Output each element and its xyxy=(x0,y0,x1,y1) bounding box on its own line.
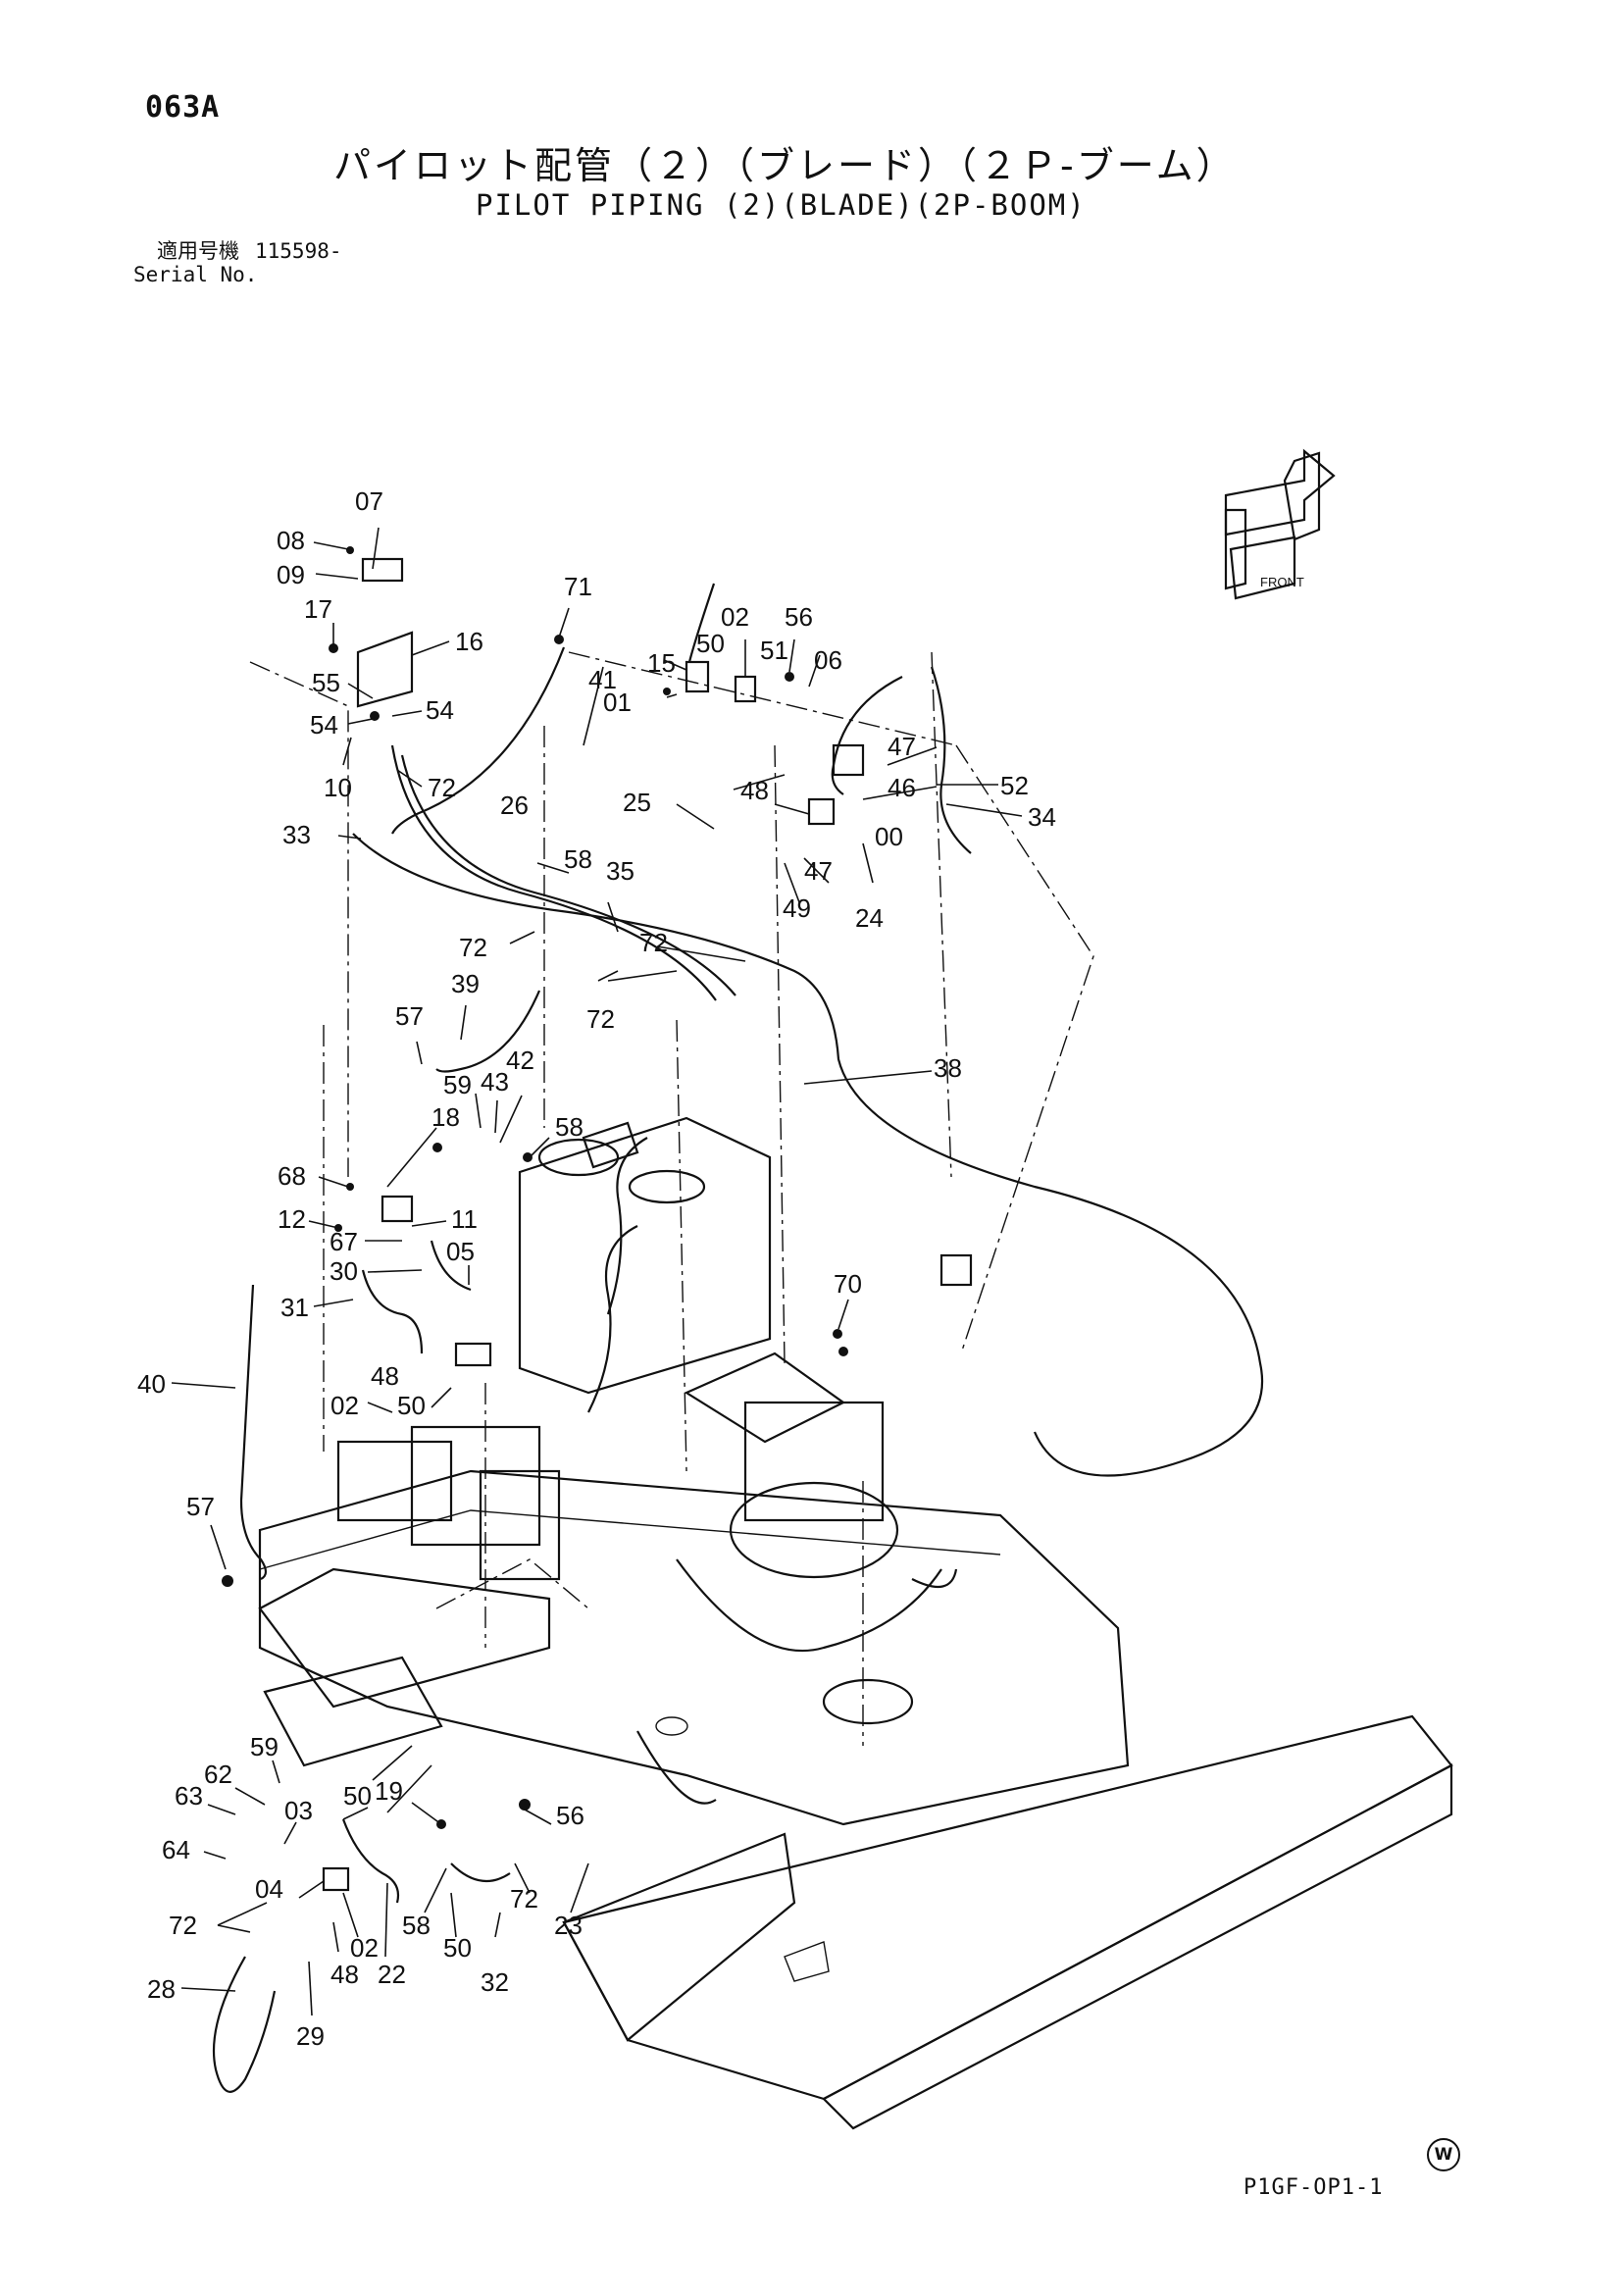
callout-58a: 58 xyxy=(564,844,592,874)
callout-50c: 50 xyxy=(343,1781,372,1811)
callout-28: 28 xyxy=(147,1974,176,2004)
callout-35: 35 xyxy=(606,856,634,886)
callout-50b: 50 xyxy=(397,1391,426,1420)
callout-41: 41 xyxy=(588,665,617,694)
callout-31: 31 xyxy=(280,1293,309,1322)
callout-67: 67 xyxy=(330,1227,358,1256)
page-code: 063A xyxy=(145,90,221,125)
callout-72d: 72 xyxy=(586,1004,615,1034)
callout-72c: 72 xyxy=(459,933,487,962)
callout-50d: 50 xyxy=(443,1933,472,1963)
callout-48: 48 xyxy=(740,776,769,805)
callout-22: 22 xyxy=(378,1960,406,1989)
machine-body xyxy=(258,1116,1453,2130)
leader-lines xyxy=(171,527,1023,2016)
phantom-lines xyxy=(249,651,1094,1746)
callout-33: 33 xyxy=(282,820,311,849)
callout-72e: 72 xyxy=(169,1911,197,1940)
callout-39: 39 xyxy=(451,969,480,998)
callout-23: 23 xyxy=(554,1911,583,1940)
serial-number: 115598- xyxy=(255,239,342,263)
callout-19: 19 xyxy=(375,1776,403,1806)
callout-02: 02 xyxy=(721,602,749,632)
callout-26: 26 xyxy=(500,791,529,820)
callout-58b: 58 xyxy=(555,1112,584,1142)
callout-30: 30 xyxy=(330,1256,358,1286)
callout-34: 34 xyxy=(1028,802,1056,832)
callout-48b: 48 xyxy=(371,1361,399,1391)
serial-label-japanese: 適用号機 115598- xyxy=(157,235,342,265)
callout-29: 29 xyxy=(296,2021,325,2051)
callout-72f: 72 xyxy=(510,1884,538,1913)
callout-03: 03 xyxy=(284,1796,313,1825)
callout-24: 24 xyxy=(855,903,884,933)
callout-46: 46 xyxy=(888,773,916,802)
callout-56: 56 xyxy=(785,602,813,632)
callout-25: 25 xyxy=(623,788,651,817)
callout-06: 06 xyxy=(814,645,842,675)
callout-50: 50 xyxy=(696,629,725,658)
callout-56b: 56 xyxy=(556,1801,584,1830)
callout-47a: 47 xyxy=(888,732,916,761)
callout-43: 43 xyxy=(481,1067,509,1097)
callout-02b: 02 xyxy=(330,1391,359,1420)
callout-12: 12 xyxy=(278,1204,306,1234)
callout-32: 32 xyxy=(481,1967,509,1997)
callout-57a: 57 xyxy=(395,1001,424,1031)
callout-10: 10 xyxy=(324,773,352,802)
callout-07: 07 xyxy=(355,486,383,516)
callout-47b: 47 xyxy=(804,856,833,886)
hoses xyxy=(212,583,1264,2093)
serial-label-jp-text: 適用号機 xyxy=(157,239,239,263)
callout-58c: 58 xyxy=(402,1911,431,1940)
callout-49: 49 xyxy=(783,893,811,923)
callout-11: 11 xyxy=(451,1204,478,1234)
callout-55: 55 xyxy=(312,668,340,697)
callout-38: 38 xyxy=(934,1053,962,1083)
orientation-front-label: FRONT xyxy=(1260,575,1304,589)
serial-label-english: Serial No. xyxy=(133,263,258,286)
callout-02c: 02 xyxy=(350,1933,379,1963)
callout-01: 01 xyxy=(603,688,632,717)
callout-42: 42 xyxy=(506,1046,534,1075)
fittings xyxy=(222,546,973,1892)
callout-17: 17 xyxy=(304,594,332,624)
callout-68: 68 xyxy=(278,1161,306,1191)
callout-64: 64 xyxy=(162,1835,190,1864)
title-japanese: パイロット配管（２）（ブレード）（２Ｐ-ブーム） xyxy=(333,144,1237,187)
callout-72: 72 xyxy=(428,773,456,802)
callout-48c: 48 xyxy=(330,1960,359,1989)
callout-08: 08 xyxy=(277,526,305,555)
callout-16: 16 xyxy=(455,627,483,656)
callout-59a: 59 xyxy=(443,1070,472,1099)
callout-00: 00 xyxy=(875,822,903,851)
callout-52: 52 xyxy=(1000,771,1029,800)
callout-63: 63 xyxy=(175,1781,203,1811)
orientation-icon: FRONT xyxy=(1224,448,1336,600)
page-reference: P1GF-OP1-1 xyxy=(1243,2175,1384,2200)
callout-54b: 54 xyxy=(426,695,454,725)
callout-62: 62 xyxy=(204,1760,232,1789)
callout-51: 51 xyxy=(760,636,788,665)
callout-05: 05 xyxy=(446,1237,475,1266)
watermark-symbol: W xyxy=(1427,2138,1460,2171)
callout-04: 04 xyxy=(255,1874,283,1904)
callout-57b: 57 xyxy=(186,1492,215,1521)
callout-09: 09 xyxy=(277,560,305,589)
callout-59b: 59 xyxy=(250,1732,279,1761)
callout-18: 18 xyxy=(431,1102,460,1132)
title-english: PILOT PIPING (2)(BLADE)(2P-BOOM) xyxy=(476,188,1087,222)
callout-15: 15 xyxy=(647,648,676,678)
callout-labels: 07 08 09 17 16 55 54 54 10 72 33 71 41 2… xyxy=(137,486,1056,2051)
callout-54a: 54 xyxy=(310,710,338,740)
callout-40: 40 xyxy=(137,1369,166,1399)
callout-71: 71 xyxy=(564,572,592,601)
callout-70: 70 xyxy=(834,1269,862,1299)
callout-72b: 72 xyxy=(639,928,668,957)
